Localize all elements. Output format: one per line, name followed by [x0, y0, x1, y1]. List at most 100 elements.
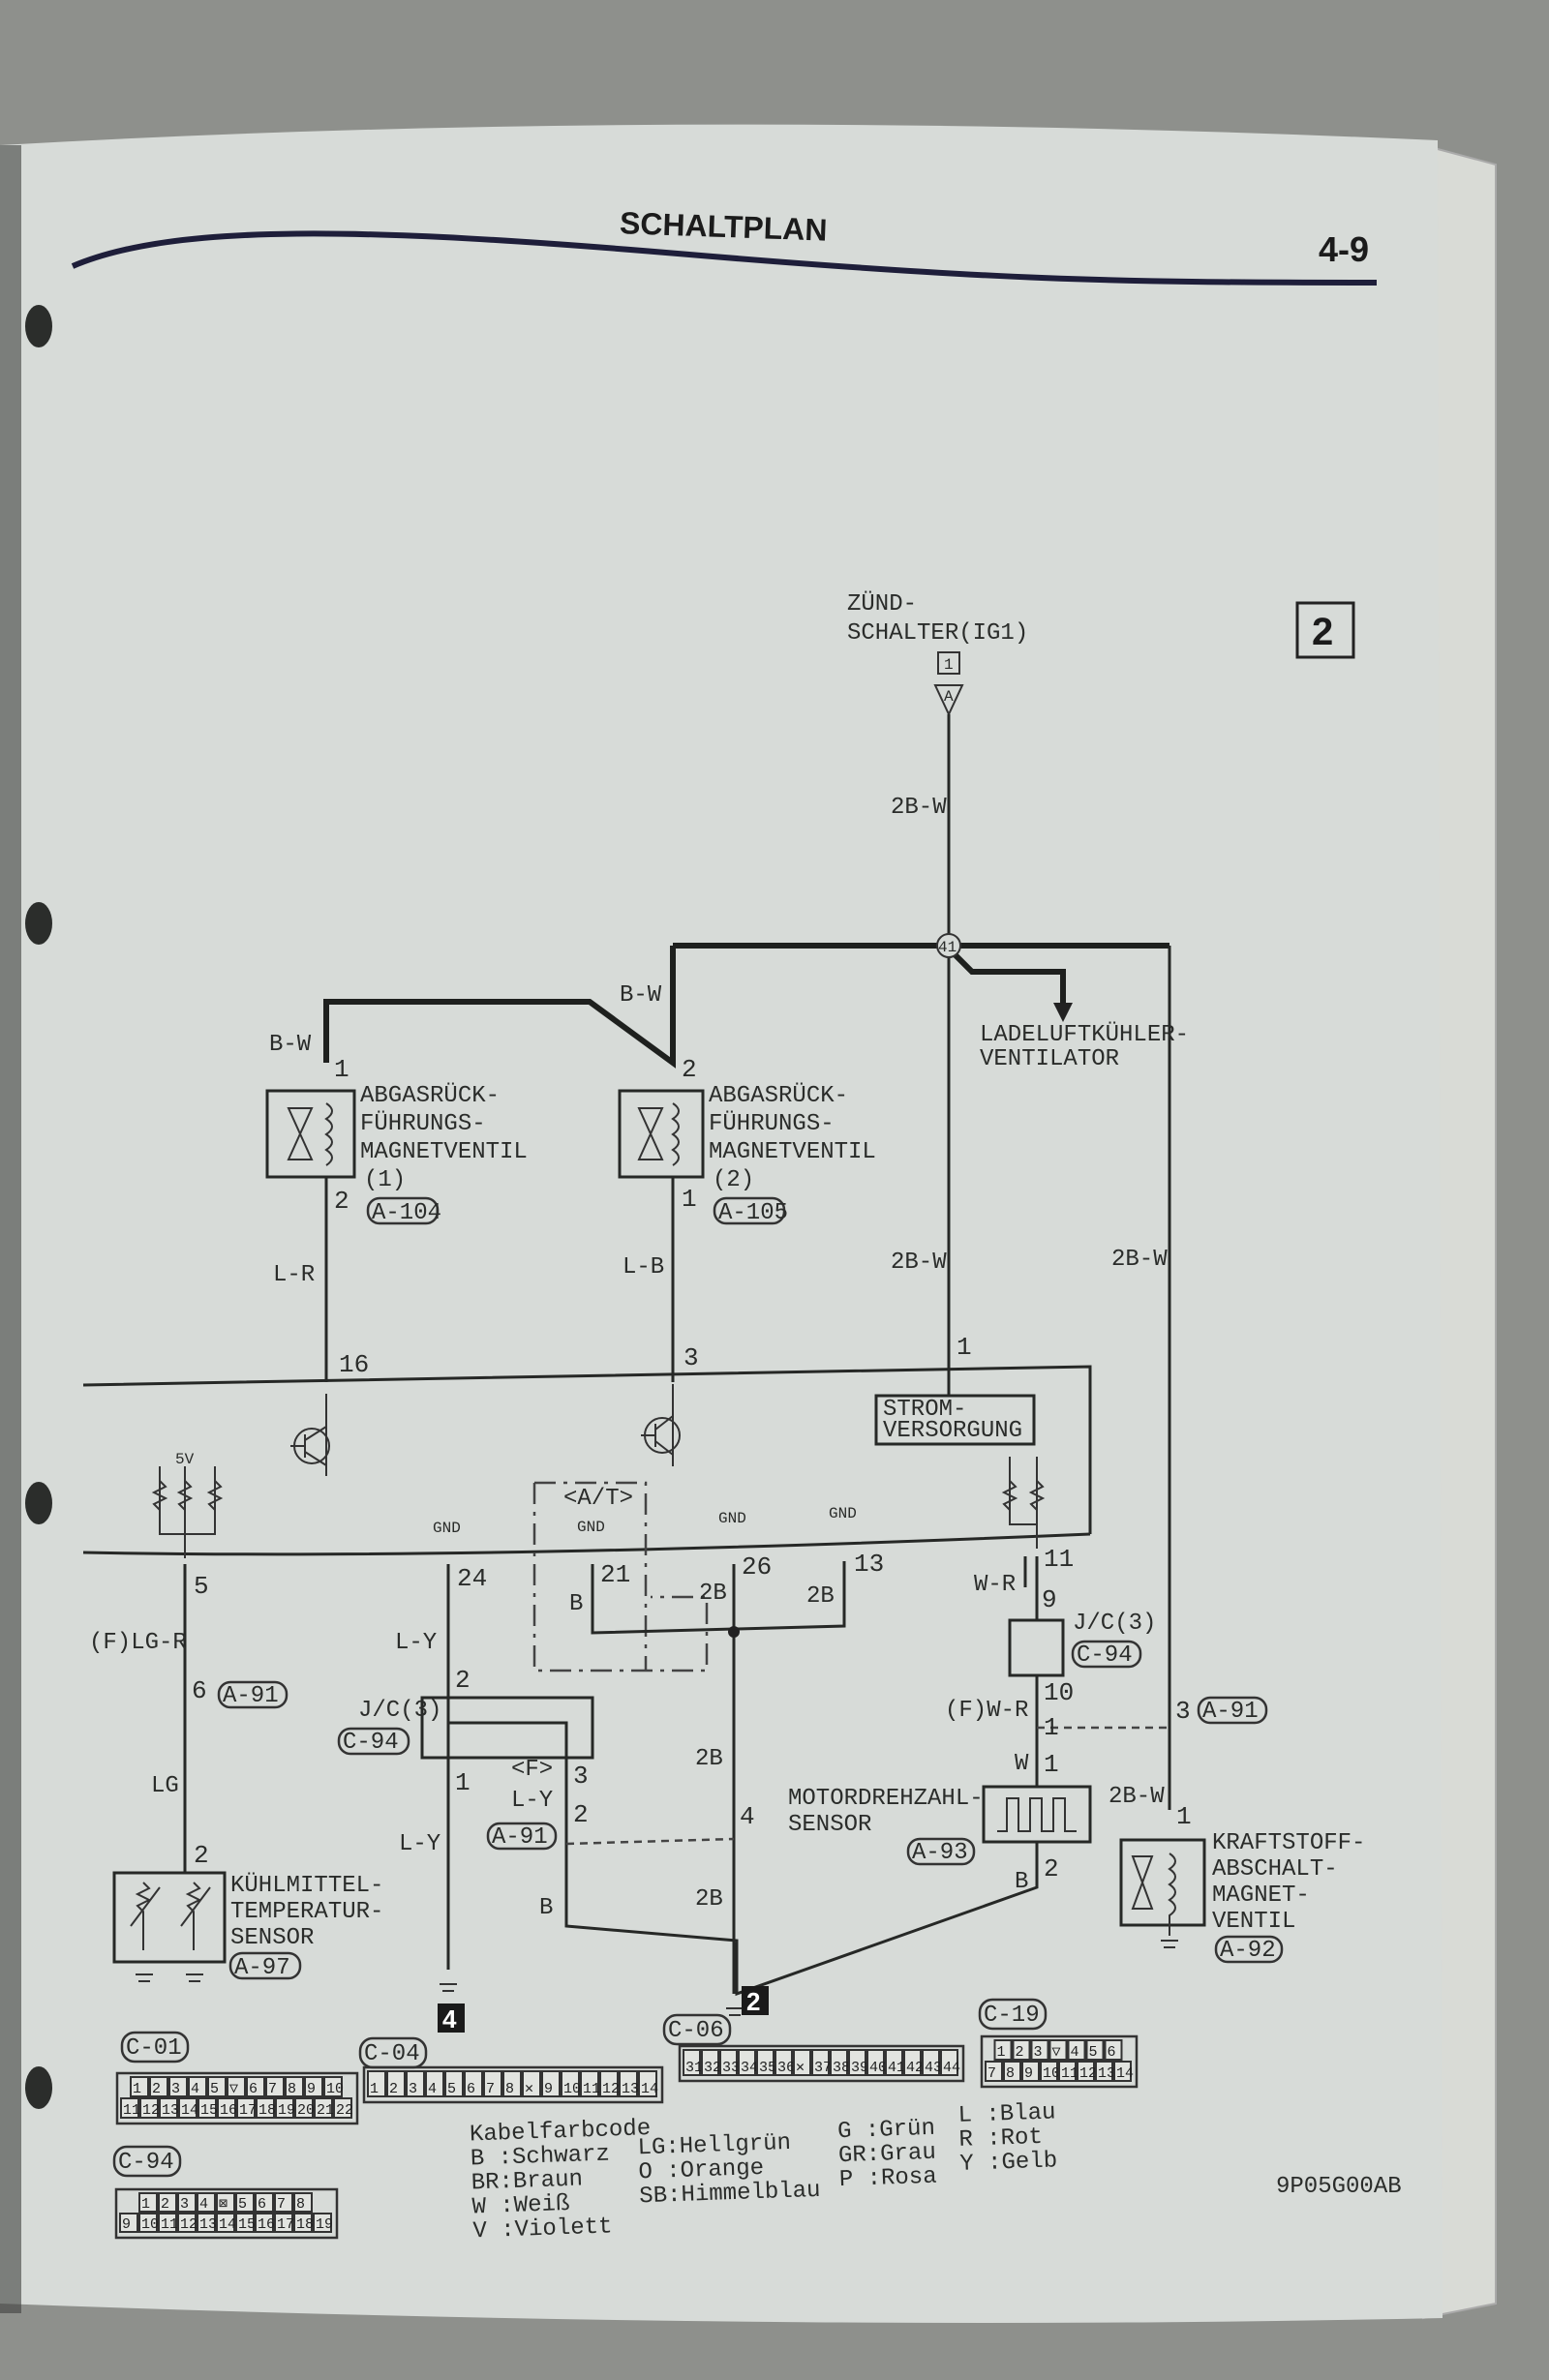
connector-pin-cell — [197, 2097, 217, 2119]
connector-ref-box — [337, 1727, 410, 1756]
connector-pin-number: 10 — [563, 2081, 581, 2097]
connector-pin-cell — [255, 2192, 274, 2213]
pin-number: 1 — [455, 1768, 471, 1797]
wire-label: B — [1015, 1869, 1028, 1895]
egr-valve-2-label: MAGNETVENTIL — [709, 1139, 876, 1165]
connector-triangle-icon — [933, 684, 964, 717]
connector-pin-cell — [333, 2097, 352, 2119]
page-title: SCHALTPLAN — [619, 205, 828, 247]
pin-numbers: 1 2 2 1 16 3 1 5 24 21 26 13 11 9 10 1 1… — [192, 1055, 1192, 1883]
at-option-box — [532, 1481, 709, 1672]
joint-connector-left — [420, 1696, 594, 1760]
wire-label: 2B — [699, 1581, 727, 1607]
junction-number: 41 — [938, 939, 957, 956]
fuel-cut-valve-label: KRAFTSTOFF- — [1212, 1830, 1365, 1856]
binder-hole — [25, 2066, 52, 2109]
connector-pin-cell — [216, 2213, 235, 2233]
wire-label: 2B-W — [891, 795, 947, 821]
wire-label: 2B-W — [891, 1250, 947, 1276]
coolant-sensor-connector: A-97 — [234, 1955, 290, 1981]
ecu-block — [82, 1345, 1092, 1672]
connector-pin-cell — [246, 2076, 265, 2097]
connector-name: C-04 — [364, 2041, 420, 2067]
connector-pin-cell — [178, 2097, 197, 2119]
valve-box — [265, 1089, 356, 1179]
connector-pin-number: 11 — [1061, 2065, 1078, 2082]
resistor-zigzag-icon — [151, 1480, 224, 1511]
connector-name: C-01 — [126, 2035, 182, 2062]
connector-ref-box — [486, 1822, 558, 1851]
connector-ref-box — [1071, 1640, 1142, 1669]
connector-pin-number: 6 — [258, 2196, 266, 2213]
a91-ref: A-91 — [223, 1683, 279, 1709]
connector-pin-number: 14 — [219, 2216, 236, 2233]
legend-entry: G :Grün — [837, 2116, 936, 2146]
connector-pin-number: 3 — [1034, 2044, 1043, 2061]
connector-pin-cell — [1095, 2061, 1113, 2082]
ground-icon — [136, 1940, 1178, 2016]
connector-pin-cell — [1058, 2061, 1077, 2082]
connector-ref-box — [906, 1837, 976, 1866]
egr-valve-2-connector: A-105 — [718, 1200, 788, 1226]
wire-ecu-ground — [591, 1561, 846, 1635]
connector-pin-number: 12 — [142, 2102, 160, 2119]
connector-pin-cell — [274, 2213, 293, 2233]
connector-pin-cell — [502, 2070, 522, 2097]
wire-label: LG — [151, 1773, 179, 1799]
connector-pin-cell — [561, 2070, 580, 2097]
wire-label: B — [569, 1591, 583, 1617]
connector-pin-cell — [1030, 2039, 1049, 2061]
connector-pin-number: 11 — [161, 2216, 178, 2233]
connector-pin-cell — [314, 2097, 333, 2119]
connector-pin-cell — [774, 2049, 793, 2076]
connector-pin-number: 38 — [833, 2060, 850, 2076]
connector-pin-cell — [830, 2049, 848, 2076]
connector-name: C-94 — [118, 2150, 174, 2176]
connector-pin-cell — [235, 2213, 255, 2233]
binder-holes — [25, 305, 52, 2109]
connector-pin-number: 16 — [258, 2216, 275, 2233]
connector-pin-number: 31 — [685, 2060, 703, 2076]
valve-box — [618, 1089, 705, 1179]
egr-valve-2-label: FÜHRUNGS- — [709, 1110, 835, 1137]
pin-number: 3 — [683, 1343, 699, 1372]
pin-number: 3 — [1175, 1697, 1191, 1726]
connector-pin-number: ▽ — [1052, 2044, 1061, 2061]
pin-number: 9 — [1042, 1585, 1057, 1614]
resistor-zigzag-icon — [1001, 1480, 1046, 1511]
connector-pin-cell — [159, 2097, 178, 2119]
power-supply-box — [874, 1394, 1036, 1446]
connector-pin-cell — [236, 2097, 256, 2119]
connector-pin-cell — [985, 2061, 1003, 2082]
connector-pin-number: 44 — [943, 2060, 960, 2076]
connector-pin-cell — [207, 2076, 227, 2097]
wire-label: 2B — [806, 1583, 835, 1610]
binder-hole — [25, 305, 52, 347]
connector-pin-cell — [464, 2070, 483, 2097]
pin-number: 1 — [957, 1333, 972, 1362]
connector-pin-number: 19 — [278, 2102, 295, 2119]
pin-number: 2 — [682, 1055, 697, 1084]
connector-pin-cell — [793, 2049, 811, 2076]
connector-pin-number: 40 — [869, 2060, 887, 2076]
connector-pin-cell — [866, 2049, 885, 2076]
connector-housing — [980, 2034, 1139, 2089]
ground-marker-box — [742, 1986, 769, 2015]
transistor-leads — [290, 1394, 327, 1476]
connector-pin-number: 3 — [171, 2081, 180, 2097]
connector-pin-number: 10 — [326, 2081, 344, 2097]
legend-entry: R :Rot — [958, 2124, 1043, 2154]
jc-right-connector: C-94 — [1077, 1642, 1133, 1669]
terminal-box — [937, 651, 960, 675]
connector-pin-cell — [811, 2049, 830, 2076]
connector-letter: A — [944, 688, 954, 706]
connector-pin-cell — [541, 2070, 561, 2097]
junction-point — [936, 933, 961, 958]
connector-pin-cell — [158, 2213, 177, 2233]
connector-housing — [362, 2065, 664, 2104]
connector-pin-cell — [265, 2076, 285, 2097]
connector-pin-cell — [599, 2070, 619, 2097]
connector-ref-box — [366, 1196, 440, 1225]
connector-pin-cell — [313, 2213, 332, 2233]
connector-pin-number: 13 — [199, 2216, 217, 2233]
